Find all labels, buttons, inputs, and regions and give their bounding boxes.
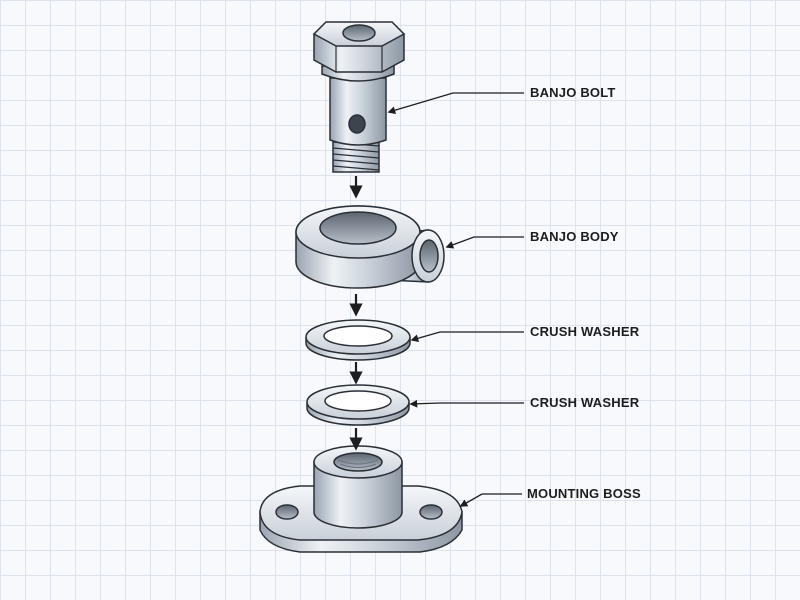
mounting-boss-part (259, 445, 463, 553)
banjo-body-part (295, 205, 445, 289)
crush-washer-lower-part (306, 384, 410, 426)
banjo-bolt-part (312, 21, 406, 173)
label-crush-washer-upper: CRUSH WASHER (530, 324, 640, 339)
boss-bolt-hole-right (419, 504, 443, 520)
leader-mounting-boss (459, 493, 522, 507)
label-mounting-boss: MOUNTING BOSS (527, 486, 641, 501)
boss-cylinder (313, 461, 403, 529)
leader-crush-washer-lower (409, 399, 524, 408)
label-banjo-body: BANJO BODY (530, 229, 619, 244)
bolt-shank (329, 77, 387, 146)
crush-washer-upper-part (305, 319, 411, 361)
leader-banjo-body (445, 236, 524, 249)
leader-crush-washer-upper (410, 331, 524, 343)
bolt-bore (342, 24, 376, 42)
leader-banjo-bolt (387, 92, 524, 114)
boss-bolt-hole-left (275, 504, 299, 520)
banjo-port-bore (419, 239, 439, 273)
label-crush-washer-lower: CRUSH WASHER (530, 395, 640, 410)
banjo-ring-bore (319, 211, 397, 245)
boss-threaded-bore (333, 452, 383, 472)
label-banjo-bolt: BANJO BOLT (530, 85, 616, 100)
bolt-cross-hole (348, 114, 366, 134)
leader-lines (387, 92, 524, 507)
